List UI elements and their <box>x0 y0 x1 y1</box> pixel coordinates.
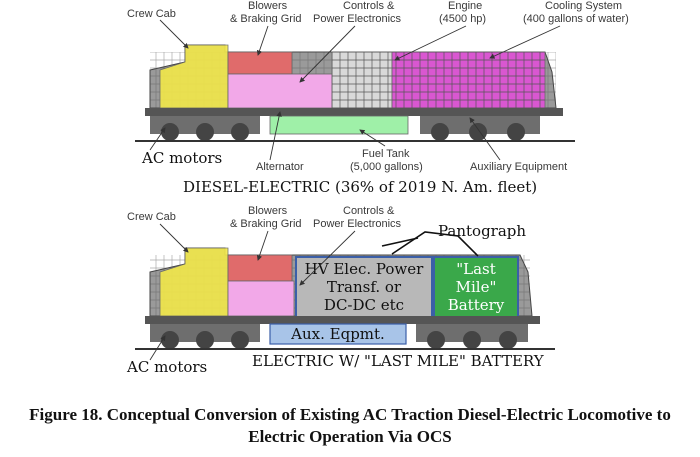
label-fuel-tank: Fuel Tank <box>362 148 410 160</box>
wheel <box>196 123 214 141</box>
label-alternator: Alternator <box>256 161 304 173</box>
wheel <box>231 123 249 141</box>
figure-diagram: Crew Cab Blowers & Braking Grid Controls… <box>126 0 629 376</box>
cooling-detail <box>392 52 545 108</box>
electric-locomotive <box>135 231 555 350</box>
engine-detail <box>332 52 392 108</box>
battery-label-line2: Mile" <box>456 278 497 296</box>
wheel <box>507 123 525 141</box>
leader-lines-top <box>149 19 561 161</box>
label-blowers-top: Blowers <box>248 0 288 12</box>
label-ac-motors-bottom: AC motors <box>126 358 207 376</box>
wheel <box>463 331 481 349</box>
blowers-section <box>227 51 293 75</box>
figure-caption-line2: Electric Operation Via OCS <box>248 427 452 446</box>
wheel <box>431 123 449 141</box>
frame-bottom <box>145 316 540 324</box>
pantograph-head <box>381 237 419 247</box>
leader-lines-bottom <box>149 223 356 361</box>
wheel <box>161 123 179 141</box>
battery-label-line1: "Last <box>456 260 496 278</box>
diesel-locomotive <box>135 44 575 142</box>
figure-caption-line1: Figure 18. Conceptual Conversion of Exis… <box>29 405 671 424</box>
fuel-tank-section <box>269 115 409 135</box>
label-controls-bottom: Controls & <box>343 205 395 217</box>
wheel <box>231 331 249 349</box>
battery-label-line3: Battery <box>448 296 505 314</box>
hv-label-line2: Transf. or <box>327 278 402 296</box>
label-blowers-bottom: Blowers <box>248 205 288 217</box>
label-pantograph: Pantograph <box>438 222 526 240</box>
label-crew-cab-bottom: Crew Cab <box>127 211 176 223</box>
label-controls-top: Controls & <box>343 0 395 12</box>
label-braking-grid-bottom: & Braking Grid <box>230 218 302 230</box>
wheel <box>427 331 445 349</box>
label-cooling-water: (400 gallons of water) <box>523 13 629 25</box>
label-power-electronics-top: Power Electronics <box>313 13 402 25</box>
title-diesel-electric: DIESEL-ELECTRIC (36% of 2019 N. Am. flee… <box>183 178 537 196</box>
label-auxiliary-equipment: Auxiliary Equipment <box>470 161 567 173</box>
label-engine-hp: (4500 hp) <box>439 13 486 25</box>
pantograph-arm <box>391 231 479 257</box>
label-cooling-system: Cooling System <box>545 0 622 12</box>
frame-top <box>145 108 563 116</box>
label-fuel-gallons: (5,000 gallons) <box>350 161 423 173</box>
wheel <box>469 123 487 141</box>
label-ac-motors-top: AC motors <box>141 149 222 167</box>
wheel <box>161 331 179 349</box>
wheel <box>196 331 214 349</box>
label-engine-top: Engine <box>448 0 482 12</box>
blowers-section-bottom <box>227 254 293 282</box>
aux-label: Aux. Eqpmt. <box>290 325 385 343</box>
aux-equipment-box <box>269 323 407 345</box>
hv-label-line1: HV Elec. Power <box>305 260 424 278</box>
wheel <box>499 331 517 349</box>
hv-label-line3: DC-DC etc <box>324 296 404 314</box>
controls-section <box>227 73 333 109</box>
controls-section-bottom <box>227 280 295 317</box>
label-braking-grid-top: & Braking Grid <box>230 13 302 25</box>
label-crew-cab-top: Crew Cab <box>127 8 176 20</box>
title-electric-battery: ELECTRIC W/ "LAST MILE" BATTERY <box>252 352 545 370</box>
battery-box <box>433 256 519 318</box>
label-power-electronics-bottom: Power Electronics <box>313 218 402 230</box>
